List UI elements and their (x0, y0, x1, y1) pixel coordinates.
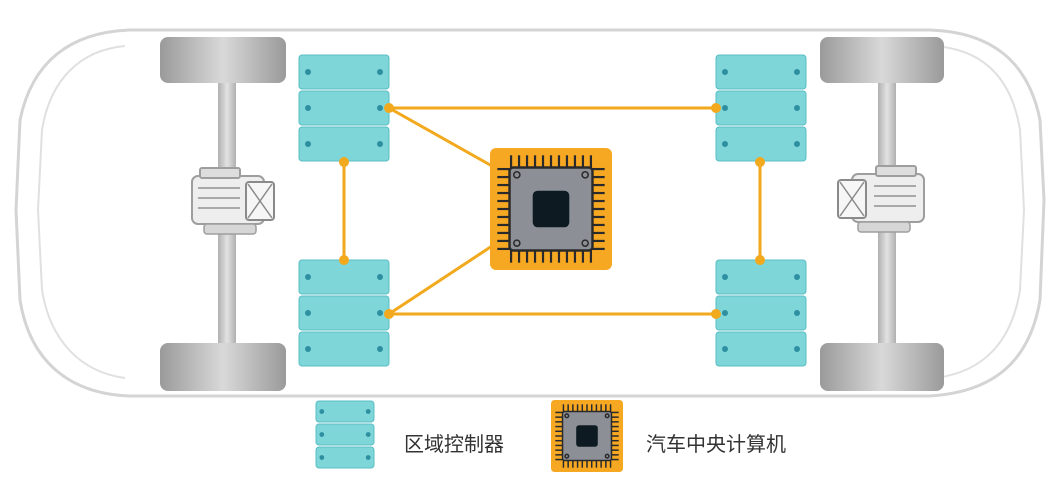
controller-module (298, 126, 390, 162)
controller-module (315, 446, 375, 469)
controller-module (715, 90, 807, 126)
controller-module (315, 400, 375, 423)
controller-module (715, 126, 807, 162)
legend-central-computer-icon (551, 400, 623, 472)
electric-motor-icon (837, 165, 925, 233)
wheel-front-right (160, 343, 286, 391)
controller-module (298, 54, 390, 90)
controller-module (315, 423, 375, 446)
zone-controller-rear-left (715, 54, 807, 162)
controller-module (298, 90, 390, 126)
legend-zone-controller-icon (315, 400, 375, 469)
link-chip-bottom-left (388, 244, 493, 316)
zone-controller-front-right (298, 259, 390, 367)
controller-module (715, 259, 807, 295)
legend-central-computer-label: 汽车中央计算机 (646, 432, 786, 456)
car-body-outline (14, 28, 1046, 398)
wheel-rear-right (820, 343, 944, 391)
zone-controller-rear-right (715, 259, 807, 367)
controller-module (298, 259, 390, 295)
link-junctions (339, 103, 765, 319)
controller-module (298, 295, 390, 331)
controller-module (298, 331, 390, 367)
wheel-front-left (160, 37, 286, 83)
controller-module (715, 331, 807, 367)
electric-motor-icon (191, 167, 275, 235)
network-links (342, 106, 762, 316)
central-computer-chip (490, 148, 612, 270)
zone-controller-front-left (298, 54, 390, 162)
wheel-rear-left (820, 37, 944, 83)
legend-zone-controller-label: 区域控制器 (404, 432, 504, 456)
controller-module (715, 54, 807, 90)
link-chip-top-left (388, 106, 493, 168)
controller-module (715, 295, 807, 331)
